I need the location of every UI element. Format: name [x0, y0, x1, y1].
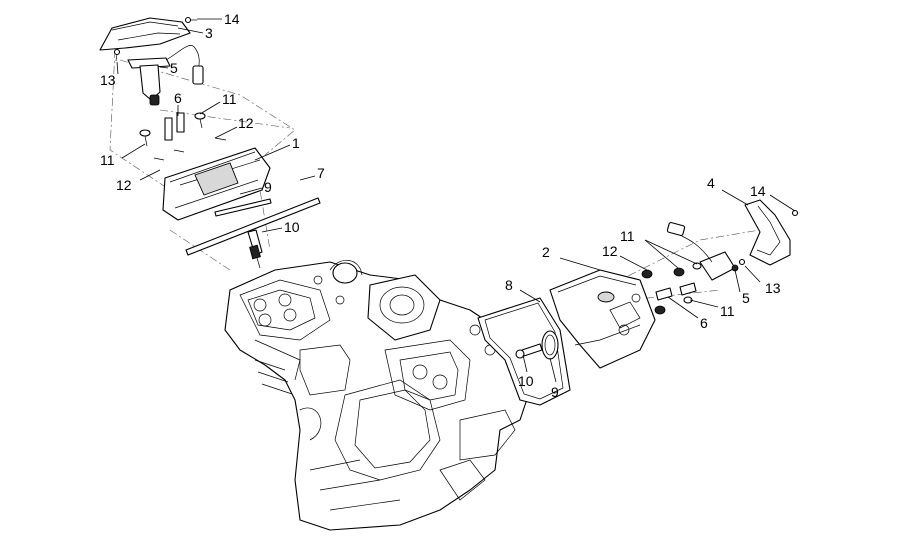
callout-4: 4	[707, 175, 715, 191]
callout-13-right: 13	[765, 280, 781, 296]
leader-lines	[116, 18, 796, 383]
right-screws	[738, 209, 799, 266]
callout-10-left: 10	[284, 219, 300, 235]
callout-14-left: 14	[224, 11, 240, 27]
callout-11-left-bottom: 11	[100, 152, 115, 168]
left-coil-cover	[99, 17, 191, 51]
callout-12-left-top: 12	[238, 115, 254, 131]
left-valve-cover	[162, 147, 271, 221]
right-ignition-coil	[666, 221, 739, 281]
callout-2: 2	[542, 244, 550, 260]
callout-8: 8	[505, 277, 513, 293]
callout-13-left: 13	[100, 72, 116, 88]
callout-14-right: 14	[750, 183, 766, 199]
callout-1: 1	[292, 135, 300, 151]
right-plugs-and-washers	[641, 262, 702, 315]
left-plugs-and-washers	[139, 112, 227, 161]
left-spark-plug	[247, 229, 263, 269]
callout-11-left-top: 11	[222, 91, 237, 107]
callout-9-left: 9	[264, 179, 272, 195]
callout-labels: 14 3 13 5 6 11 12 11 1 12 9 7 10 4 14 2 …	[100, 11, 781, 400]
callout-11-right-bottom: 11	[720, 303, 735, 319]
left-ignition-coil	[127, 45, 204, 106]
left-screw-14	[184, 16, 197, 24]
callout-5-left: 5	[170, 60, 178, 76]
callout-5-right: 5	[742, 290, 750, 306]
callout-3: 3	[205, 25, 213, 41]
callout-11-right-top: 11	[620, 228, 635, 244]
callout-12-left-bottom: 12	[116, 177, 132, 193]
callout-6-left: 6	[174, 90, 182, 106]
engine-block	[224, 260, 531, 531]
left-screw-13	[113, 48, 121, 62]
callout-9-right: 9	[551, 384, 559, 400]
left-gaskets	[185, 197, 321, 256]
callout-12-right: 12	[602, 243, 618, 259]
callout-7: 7	[317, 165, 325, 181]
right-valve-cover	[549, 269, 656, 369]
callout-10-right: 10	[518, 373, 534, 389]
right-coil-cover	[744, 199, 791, 266]
right-spark-plug-and-seal	[515, 330, 559, 360]
callout-6-right: 6	[700, 315, 708, 331]
